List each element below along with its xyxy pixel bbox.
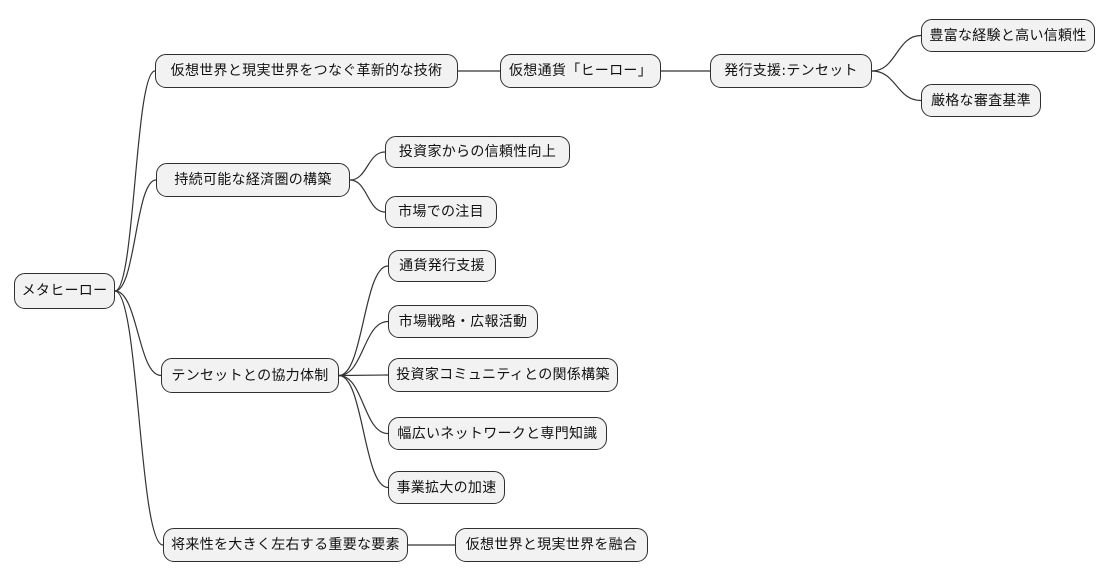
mindmap-node-d1: 豊富な経験と高い信頼性 — [921, 19, 1095, 52]
mindmap-node-c2b: 市場での注目 — [385, 196, 497, 228]
mindmap-edge-root-b1 — [114, 70, 156, 292]
mindmap-node-c4a: 仮想世界と現実世界を融合 — [455, 528, 648, 562]
mindmap-edge-c1b-d1 — [871, 34, 922, 72]
mindmap-node-b3: テンセットとの協力体制 — [161, 358, 339, 393]
mindmap-edge-b3-c3a — [338, 265, 389, 377]
mindmap-node-d2: 厳格な審査基準 — [921, 84, 1041, 117]
mindmap-edge-root-b4 — [114, 290, 164, 546]
mindmap-edge-b2-c2b — [349, 179, 386, 213]
mindmap-edge-b3-c3d — [338, 374, 389, 435]
mindmap-edge-b3-c3c — [338, 374, 389, 377]
mindmap-node-b4: 将来性を大きく左右する重要な要素 — [163, 528, 408, 562]
mindmap-node-c3d: 幅広いネットワークと専門知識 — [388, 417, 607, 450]
mindmap-node-c1a: 仮想通貨「ヒーロー」 — [500, 54, 661, 88]
mindmap-node-root: メタヒーロー — [14, 273, 115, 309]
mindmap-edge-root-b3 — [114, 290, 162, 377]
mindmap-node-c1b: 発行支援:テンセット — [710, 54, 872, 88]
mindmap-node-c3b: 市場戦略・広報活動 — [388, 305, 538, 338]
mindmap-edge-c1b-d2 — [871, 70, 922, 102]
mindmap-node-c2a: 投資家からの信頼性向上 — [385, 136, 570, 168]
mindmap-node-c3c: 投資家コミュニティとの関係構築 — [388, 358, 618, 392]
mindmap-node-b1: 仮想世界と現実世界をつなぐ革新的な技術 — [155, 54, 458, 88]
mindmap-node-c3a: 通貨発行支援 — [388, 250, 496, 282]
mindmap-node-b2: 持続可能な経済圏の構築 — [156, 163, 350, 197]
mindmap-edge-b3-c3e — [338, 374, 389, 489]
mindmap-edge-b2-c2a — [349, 151, 386, 181]
mindmap-edge-b3-c3b — [338, 320, 389, 377]
mindmap-node-c3e: 事業拡大の加速 — [388, 471, 505, 504]
mindmap-edge-root-b2 — [114, 179, 157, 292]
